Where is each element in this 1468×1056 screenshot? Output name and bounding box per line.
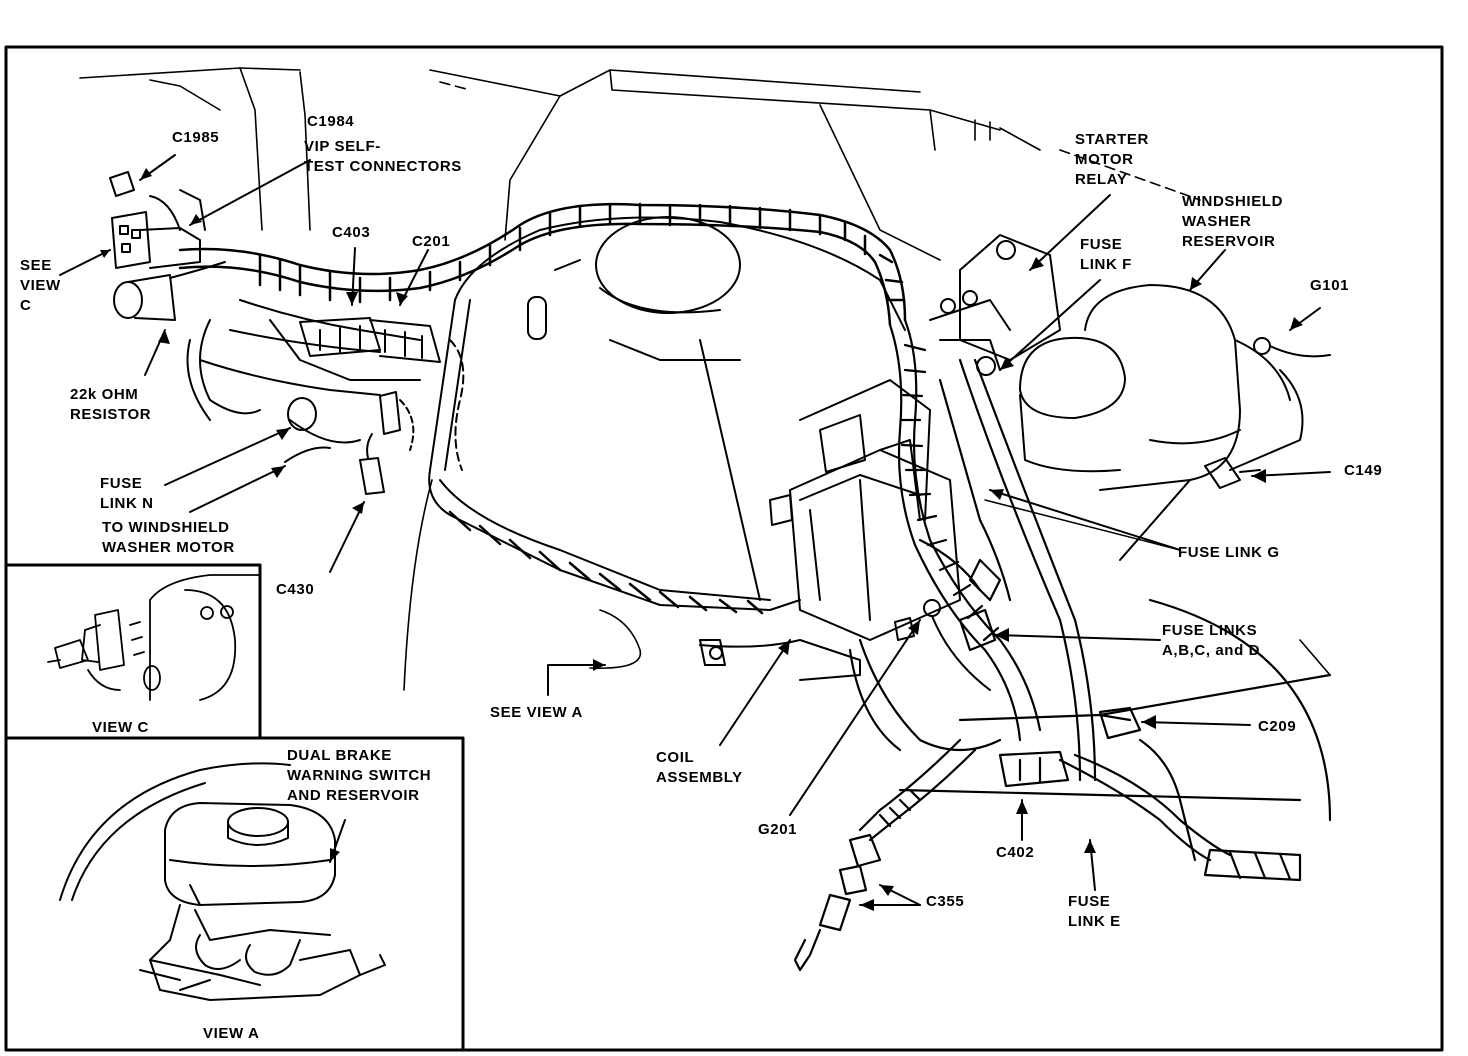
label-fuse-link-f: FUSE LINK F xyxy=(1080,236,1132,273)
label-fuse-link-e: FUSE LINK E xyxy=(1068,893,1121,930)
label-22k-ohm-resistor: 22k OHM RESISTOR xyxy=(70,386,152,423)
label-to-windshield-washer-motor: TO WINDSHIELD WASHER MOTOR xyxy=(102,519,235,556)
view-a-artwork xyxy=(59,762,386,1001)
label-see-view-c: SEE VIEW C xyxy=(20,257,61,314)
coil-assembly xyxy=(699,379,961,681)
g201-ground xyxy=(894,599,991,691)
label-c1985: C1985 xyxy=(172,129,220,146)
label-coil-assembly: COIL ASSEMBLY xyxy=(656,749,743,786)
outer-frame xyxy=(4,45,1444,1052)
c403-c201-connectors xyxy=(299,317,465,495)
fender-edge xyxy=(403,479,1331,691)
view-c-frame xyxy=(4,563,262,740)
label-fuse-link-n: FUSE LINK N xyxy=(100,475,154,512)
main-harness xyxy=(178,202,907,327)
label-c430: C430 xyxy=(276,581,315,598)
label-c1984: C1984 xyxy=(307,113,355,130)
view-c-artwork xyxy=(47,574,261,701)
label-c201: C201 xyxy=(412,233,451,250)
label-windshield-washer-reservoir: WINDSHIELD WASHER RESERVOIR xyxy=(1182,193,1283,250)
label-vip-self-test-connectors: VIP SELF- TEST CONNECTORS xyxy=(304,138,462,175)
starter-relay xyxy=(929,234,1061,376)
label-dual-brake-warning-switch: DUAL BRAKE WARNING SWITCH AND RESERVOIR xyxy=(287,747,432,804)
leader-arrows xyxy=(59,154,1331,906)
lower-harness xyxy=(898,598,1332,882)
fuse-link-n-wire xyxy=(284,397,361,463)
label-view-c: VIEW C xyxy=(92,719,149,736)
label-view-a: VIEW A xyxy=(203,1025,260,1042)
label-starter-motor-relay: STARTER MOTOR RELAY xyxy=(1075,131,1149,188)
fender-apron xyxy=(428,216,906,615)
label-g101: G101 xyxy=(1310,277,1350,294)
washer-reservoir xyxy=(1019,284,1291,491)
left-connector-cluster xyxy=(109,171,421,421)
label-c355: C355 xyxy=(926,893,965,910)
label-fuse-link-g: FUSE LINK G xyxy=(1178,544,1280,561)
label-c403: C403 xyxy=(332,224,371,241)
label-g201: G201 xyxy=(758,821,798,838)
c149-connector xyxy=(1119,457,1261,561)
label-c149: C149 xyxy=(1344,462,1383,479)
view-a-frame xyxy=(4,736,465,1052)
label-c402: C402 xyxy=(996,844,1035,861)
label-fuse-links-abcd: FUSE LINKS A,B,C, and D xyxy=(1162,622,1261,659)
body-outline xyxy=(79,67,1201,261)
g101-ground xyxy=(1229,337,1331,471)
label-see-view-a: SEE VIEW A xyxy=(490,704,583,721)
arrow-heads xyxy=(100,168,1303,911)
c355-lead xyxy=(793,738,977,972)
label-c209: C209 xyxy=(1258,718,1297,735)
center-harness xyxy=(848,318,1097,782)
